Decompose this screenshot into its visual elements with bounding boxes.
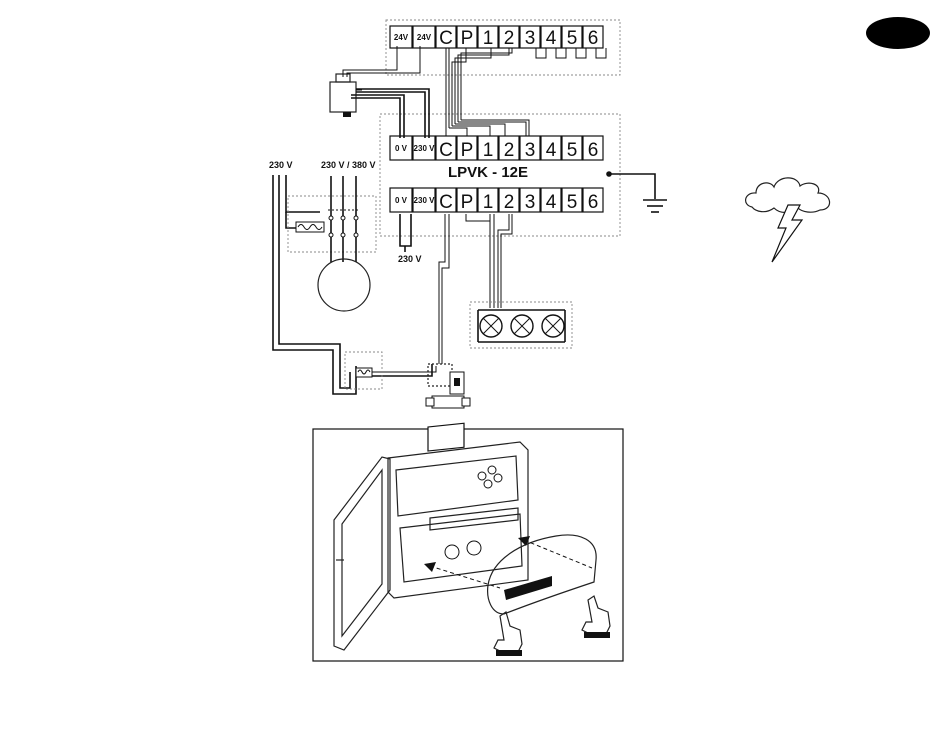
module-upper-terminal-label: 1 bbox=[483, 140, 494, 161]
module-lower-terminal-label: C bbox=[439, 192, 453, 213]
module-lower-terminal-label: 4 bbox=[546, 192, 557, 213]
module-upper-terminal-label: 0 V bbox=[395, 144, 408, 153]
lamp-icon bbox=[480, 315, 502, 337]
storm-cloud-lightning-icon bbox=[746, 178, 830, 262]
top-strip-terminal-label: 4 bbox=[546, 28, 557, 49]
top-strip-terminal-label: 5 bbox=[567, 28, 578, 49]
top-strip-terminal-label: 1 bbox=[483, 28, 494, 49]
module-upper-terminal-label: 6 bbox=[588, 140, 599, 161]
module-lower-terminal-label: 0 V bbox=[395, 196, 408, 205]
module-upper-terminal-label: 3 bbox=[525, 140, 536, 161]
module-supply-label: 230 V bbox=[398, 254, 422, 264]
lamp-group bbox=[470, 302, 572, 348]
top-strip-terminal-label: P bbox=[461, 28, 474, 49]
motor-icon bbox=[318, 259, 370, 311]
module-lower-terminal-label: 5 bbox=[567, 192, 578, 213]
module-lower-terminal-label: P bbox=[461, 192, 474, 213]
ground-symbol-icon bbox=[606, 171, 667, 212]
pump-supply-label: 230 V bbox=[269, 160, 293, 170]
top-strip-terminal-label: 24V bbox=[417, 33, 432, 42]
top-strip-terminal-label: 3 bbox=[525, 28, 536, 49]
motor-supply-label: 230 V / 380 V bbox=[321, 160, 376, 170]
module-upper-terminal-label: C bbox=[439, 140, 453, 161]
module-lower-terminal-label: 2 bbox=[504, 192, 515, 213]
module-lower-terminal-label: 6 bbox=[588, 192, 599, 213]
top-strip-terminal-label: C bbox=[439, 28, 453, 49]
controller-illustration bbox=[313, 423, 623, 661]
top-strip-terminal-label: 2 bbox=[504, 28, 515, 49]
module-upper-terminal-label: 2 bbox=[504, 140, 515, 161]
module-upper-terminal-label: P bbox=[461, 140, 474, 161]
module-upper-terminal-label: 5 bbox=[567, 140, 578, 161]
top-strip-terminal-label: 24V bbox=[394, 33, 409, 42]
module-upper-terminal-label: 4 bbox=[546, 140, 557, 161]
lamp-icon bbox=[542, 315, 564, 337]
module-upper-terminal-label: 230 V bbox=[414, 144, 436, 153]
module-lower-terminal-label: 3 bbox=[525, 192, 536, 213]
page-badge bbox=[866, 17, 930, 49]
lamp-icon bbox=[511, 315, 533, 337]
module-title: LPVK - 12E bbox=[448, 164, 528, 181]
contactor-icon bbox=[288, 176, 376, 262]
top-strip-terminal-label: 6 bbox=[588, 28, 599, 49]
module-lower-terminal-label: 1 bbox=[483, 192, 494, 213]
module-lower-terminal-label: 230 V bbox=[414, 196, 436, 205]
